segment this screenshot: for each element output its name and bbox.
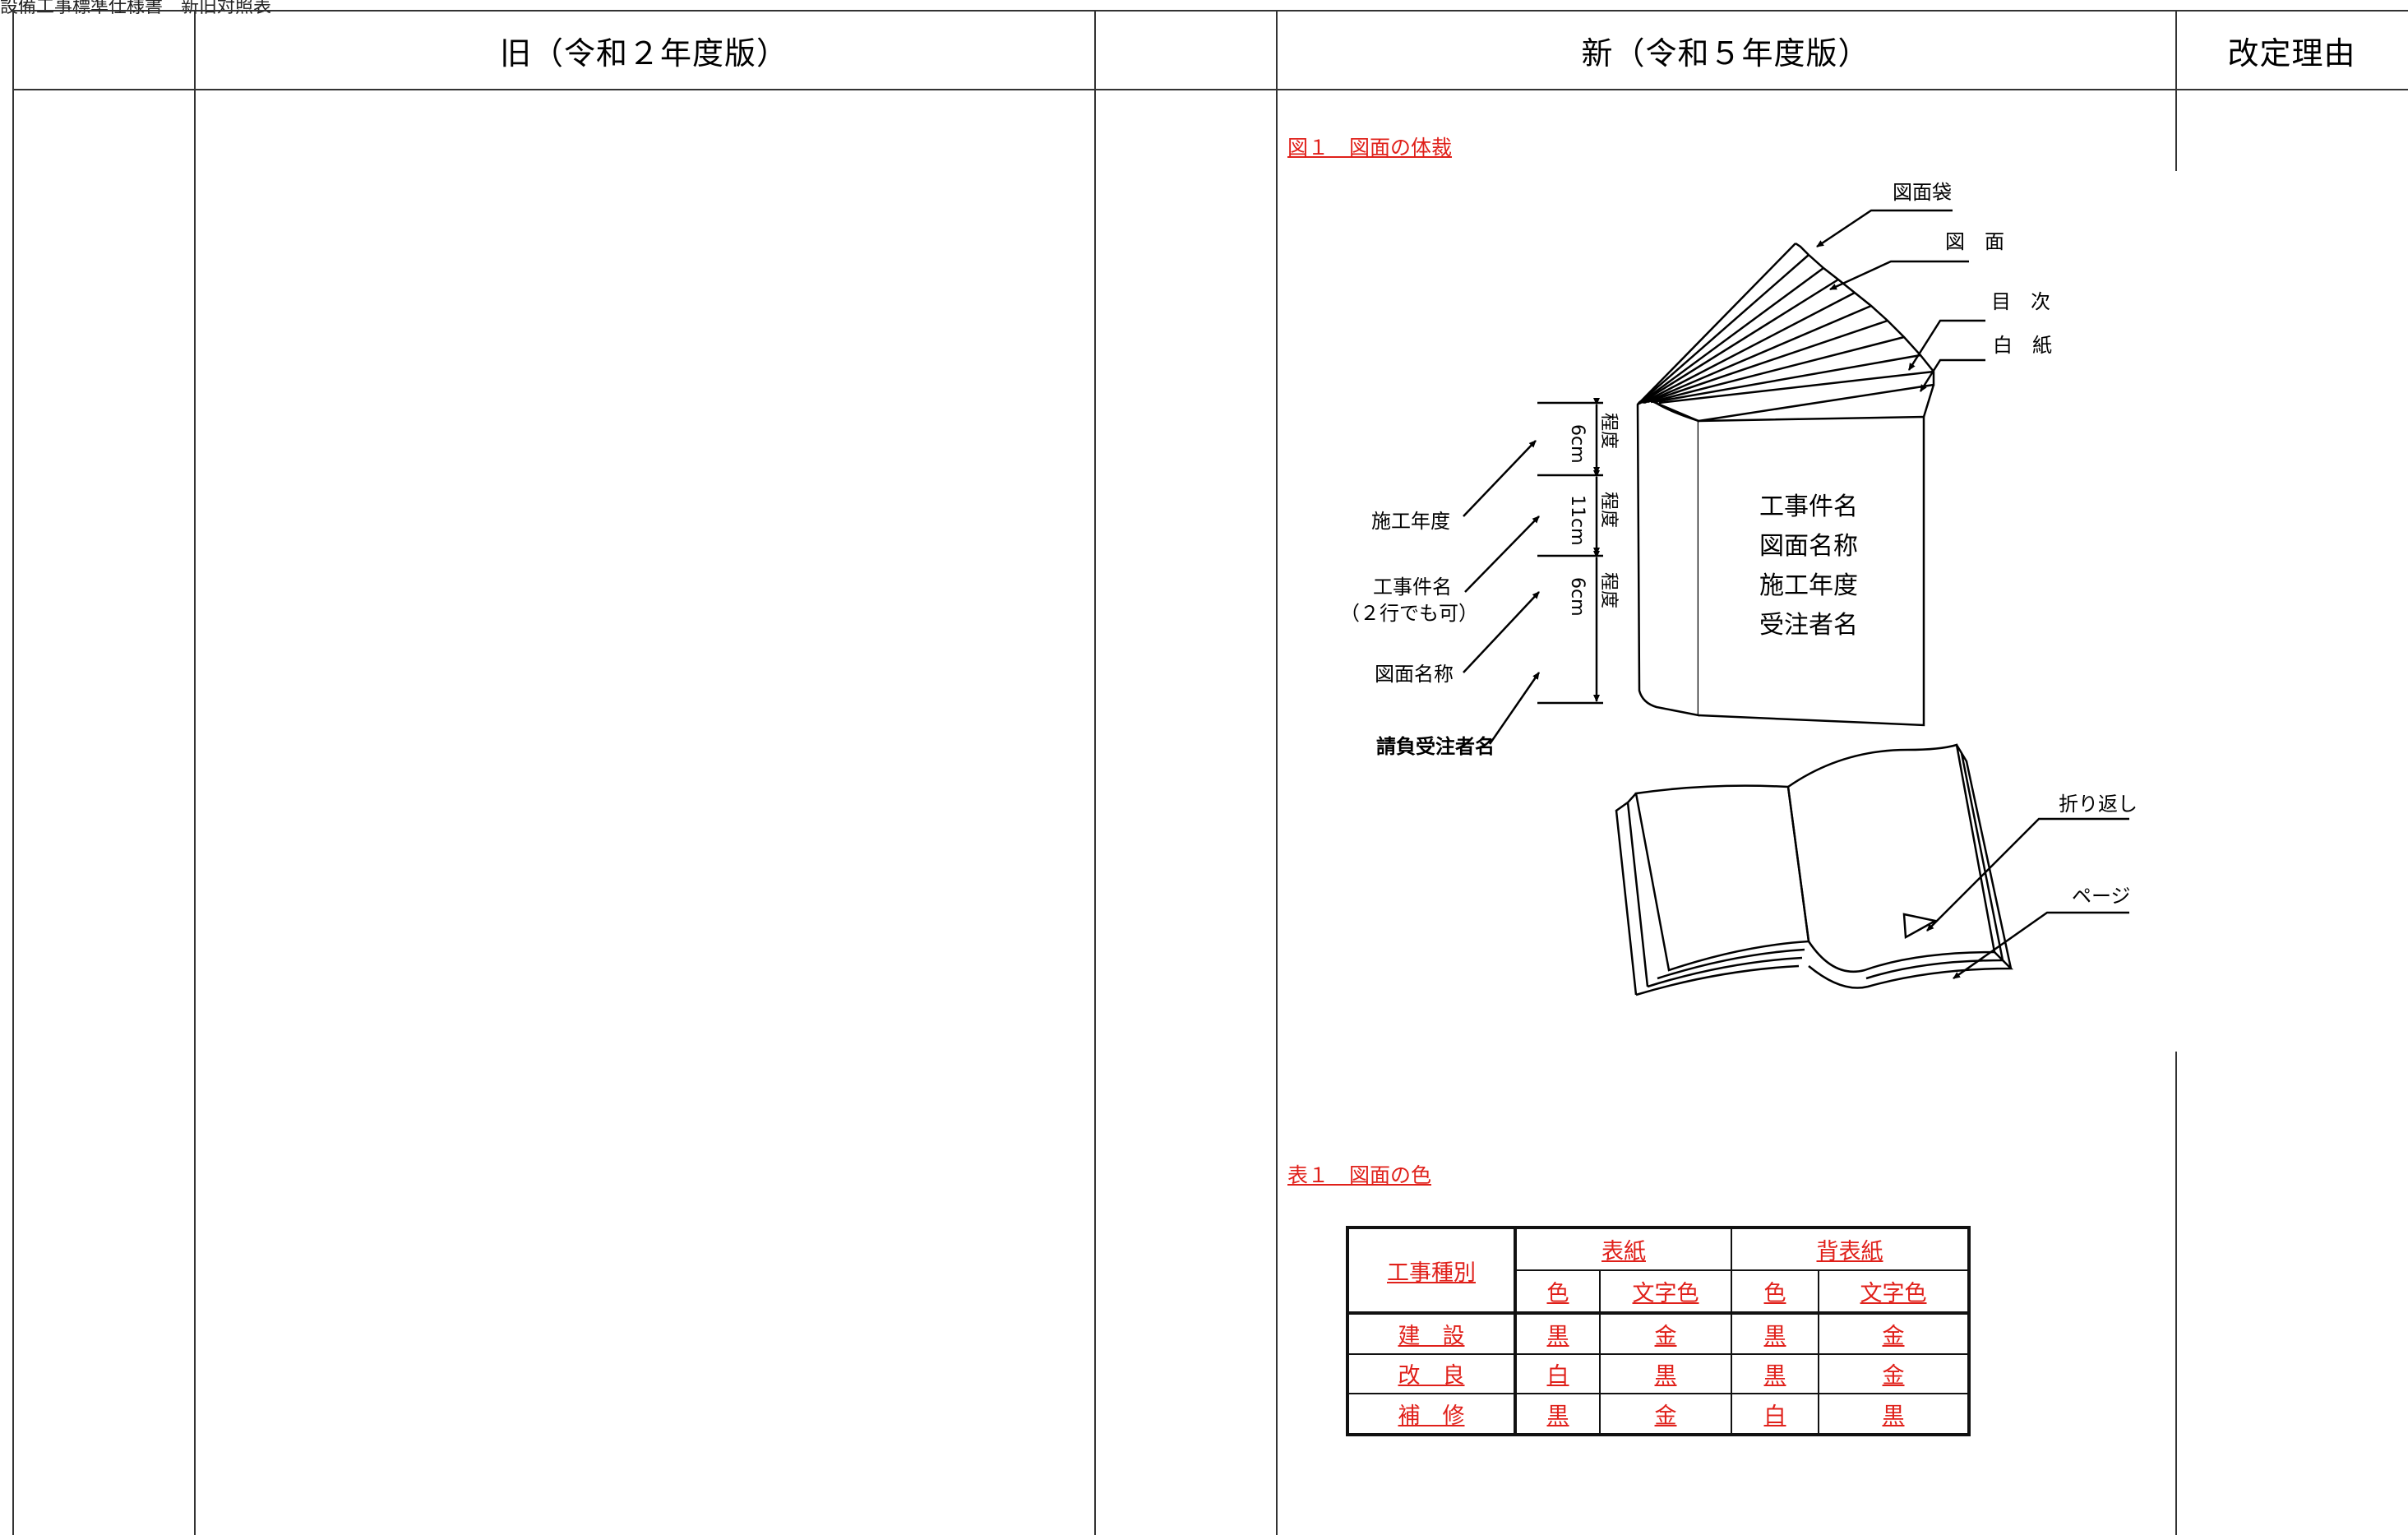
grid-line-old-left (194, 10, 196, 1535)
grid-line-new-left (1276, 10, 1278, 1535)
label-project-name: 工事件名 (1373, 576, 1452, 599)
cover-text-line4: 受注者名 (1759, 611, 1858, 640)
cell-cover-text-color: 金 (1599, 1393, 1732, 1436)
grid-line-top (12, 10, 2408, 12)
table-row: 改 良 白 黒 黒 金 (1347, 1352, 1970, 1395)
label-drawing: 図 面 (1945, 230, 2004, 253)
header-spine-color: 色 (1731, 1269, 1819, 1315)
header-cover-text-color: 文字色 (1599, 1269, 1732, 1315)
header-cover: 表紙 (1514, 1227, 1732, 1271)
old-version-header: 旧（令和２年度版） (499, 35, 788, 72)
table-caption: 表１ 図面の色 (1287, 1163, 1432, 1187)
cover-text-line3: 施工年度 (1759, 571, 1858, 600)
dimension-unit-bottom: 程度 (1598, 572, 1619, 608)
drawing-color-table: 工事種別 表紙 背表紙 色 文字色 色 文字色 建 設 黒 金 黒 金 改 良 … (1346, 1226, 1971, 1436)
cell-cover-text-color: 黒 (1599, 1352, 1732, 1395)
cell-cover-color: 黒 (1514, 1393, 1601, 1436)
dimension-6cm-bottom: 6cm (1567, 577, 1588, 617)
page-caption: 設備工事標準仕様書 新旧対照表 (0, 0, 272, 17)
drawing-binding-figure: 図面袋 図 面 目 次 白 紙 施工年度 工事件名 （２行でも可） 図面名称 請… (1340, 181, 2138, 996)
header-cover-color: 色 (1514, 1269, 1601, 1315)
grid-line-new-right (2175, 10, 2177, 171)
cell-cover-color: 黒 (1514, 1312, 1601, 1355)
cell-spine-text-color: 金 (1818, 1352, 1970, 1395)
label-drawing-bag: 図面袋 (1893, 181, 1952, 204)
cell-cover-color: 白 (1514, 1352, 1601, 1395)
cell-spine-text-color: 黒 (1818, 1393, 1970, 1436)
revision-reason-header: 改定理由 (2227, 35, 2356, 72)
label-fold-back: 折り返し (2059, 793, 2138, 816)
cell-spine-text-color: 金 (1818, 1312, 1970, 1355)
grid-line-left (12, 10, 14, 1535)
label-blank-paper: 白 紙 (1993, 334, 2052, 357)
dimension-6cm-top: 6cm (1567, 424, 1588, 464)
dimension-11cm: 11cm (1567, 495, 1588, 546)
dimension-unit-middle: 程度 (1598, 492, 1619, 528)
grid-line-new-right-lower (2175, 1052, 2177, 1535)
label-page: ページ (2072, 885, 2131, 908)
cell-work-type: 改 良 (1347, 1352, 1516, 1395)
new-version-header: 新（令和５年度版） (1581, 35, 1870, 72)
dimension-unit-top: 程度 (1598, 413, 1619, 449)
figure-caption: 図１ 図面の体裁 (1287, 136, 1453, 160)
label-drawing-name: 図面名称 (1375, 663, 1454, 686)
header-spine-text-color: 文字色 (1818, 1269, 1970, 1315)
cell-spine-color: 黒 (1731, 1312, 1819, 1355)
table-row: 補 修 黒 金 白 黒 (1347, 1393, 1970, 1436)
grid-line-old-right (1094, 10, 1096, 1535)
cell-work-type: 建 設 (1347, 1312, 1516, 1355)
header-work-type: 工事種別 (1347, 1227, 1516, 1315)
cover-text-line1: 工事件名 (1759, 492, 1858, 521)
table-row: 建 設 黒 金 黒 金 (1347, 1312, 1970, 1355)
label-contractor-name: 請負受注者名 (1376, 735, 1495, 758)
cell-spine-color: 黒 (1731, 1352, 1819, 1395)
label-construction-year: 施工年度 (1371, 510, 1450, 533)
header-spine-cover: 背表紙 (1731, 1227, 1970, 1271)
cell-work-type: 補 修 (1347, 1393, 1516, 1436)
cell-cover-text-color: 金 (1599, 1312, 1732, 1355)
cell-spine-color: 白 (1731, 1393, 1819, 1436)
label-contents: 目 次 (1991, 290, 2050, 313)
cover-text-line2: 図面名称 (1759, 532, 1858, 561)
label-project-name-note: （２行でも可） (1340, 602, 1478, 625)
grid-line-header-bottom (12, 89, 2408, 90)
